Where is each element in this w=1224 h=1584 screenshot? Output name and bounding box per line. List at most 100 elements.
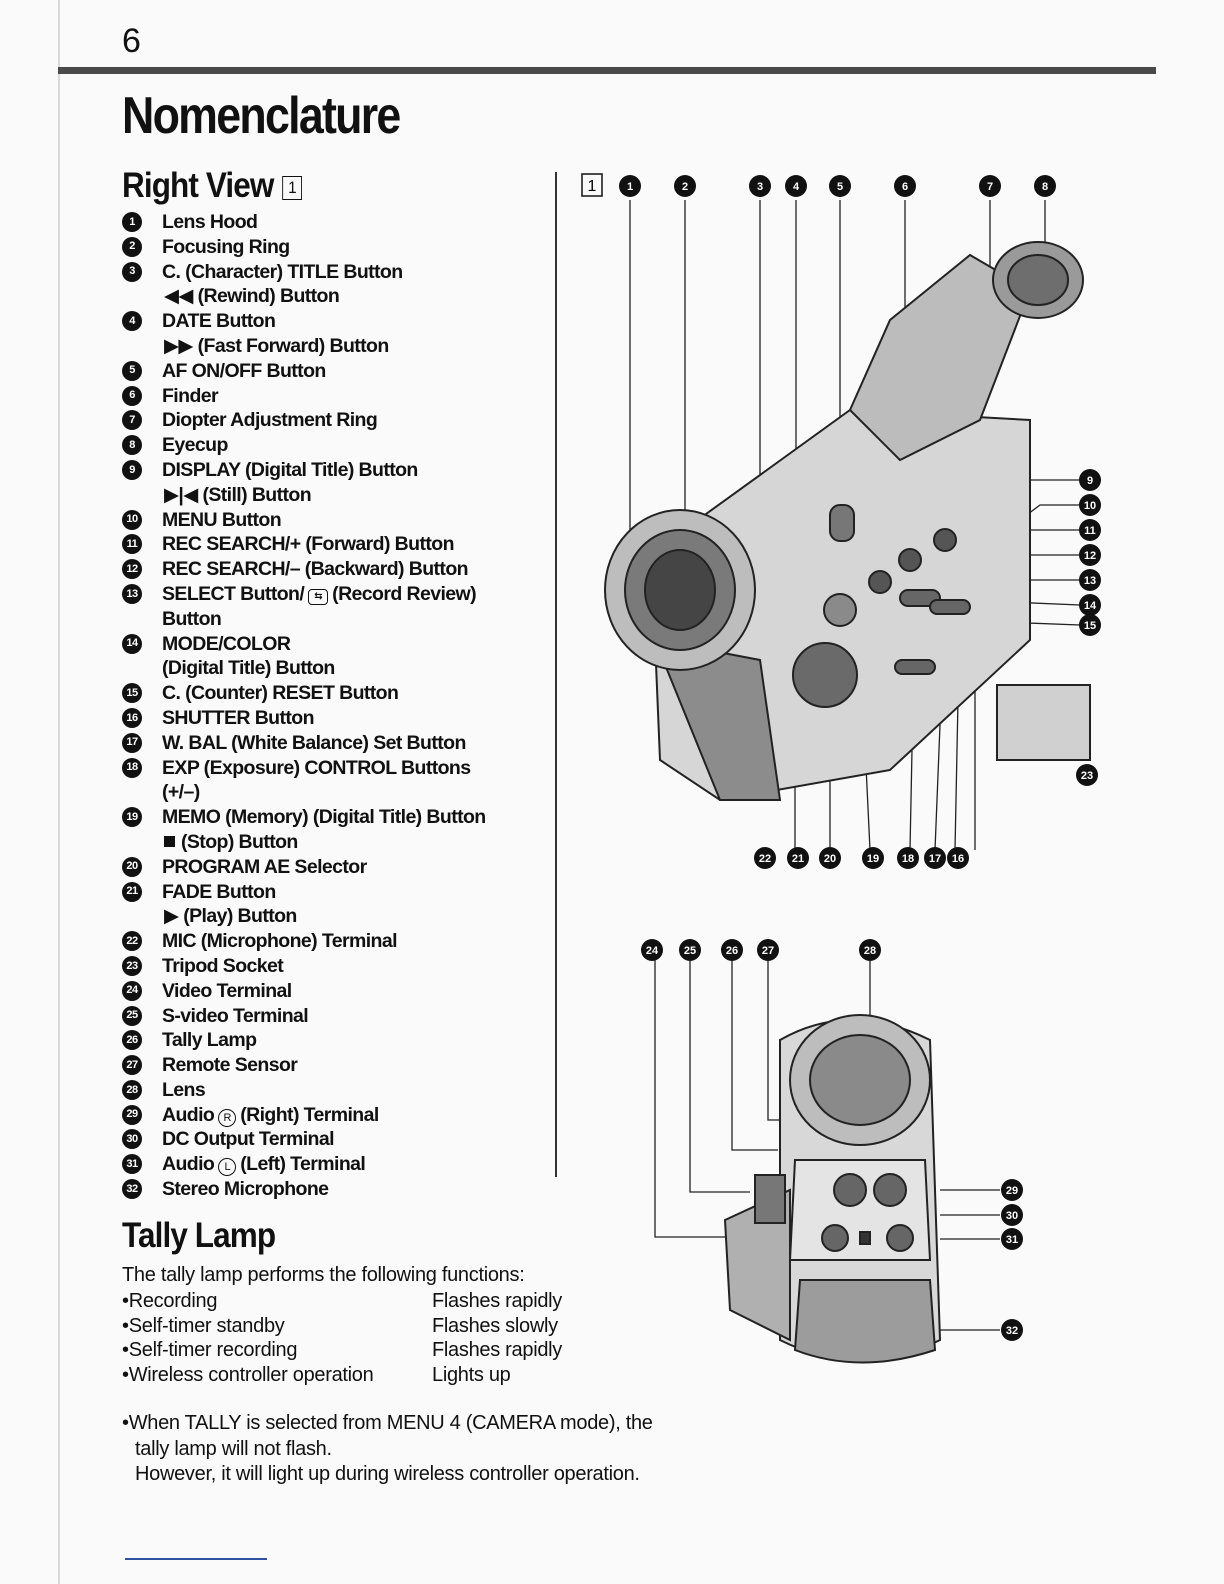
transport-symbol: ▶ <box>164 905 184 928</box>
callout-label: 21 <box>792 853 804 865</box>
part-number-badge: 28 <box>122 1079 142 1100</box>
tally-behavior: Flashes rapidly <box>432 1290 563 1312</box>
callout-circle <box>947 847 969 869</box>
part-line: Button <box>162 607 222 630</box>
transport-symbol: ▶▶ <box>164 334 198 357</box>
part-text: REC SEARCH/+ (Forward) Button <box>162 532 454 557</box>
part-number-badge: 3 <box>122 261 142 282</box>
callout-26: 26 <box>721 939 743 961</box>
part-number-badge: 18 <box>122 757 142 778</box>
part-number-badge: 4 <box>122 311 142 332</box>
part-text: W. BAL (White Balance) Set Button <box>162 731 466 756</box>
part-item-17: 17 W. BAL (White Balance) Set Button <box>122 731 552 756</box>
callout-2: 2 <box>674 175 696 197</box>
figure-ref-frame <box>581 173 603 197</box>
callout-24: 24 <box>641 939 663 961</box>
transport-symbol: ▶|◀ <box>164 483 203 506</box>
part-number-badge: 17 <box>122 732 142 753</box>
part-sub-line: ◀◀ (Rewind) Button <box>162 284 403 309</box>
part-text: C. (Counter) RESET Button <box>162 681 399 706</box>
part-sub-line: ▶ (Play) Button <box>162 904 297 929</box>
callout-label: 15 <box>1084 620 1096 632</box>
part-text: Finder <box>162 384 219 409</box>
callout-label: 25 <box>684 945 696 957</box>
part-line: Diopter Adjustment Ring <box>162 409 378 432</box>
callout-label: 19 <box>867 853 879 865</box>
callout-circle <box>1079 614 1101 636</box>
part-number-badge: 10 <box>122 509 142 530</box>
callout-20: 20 <box>819 847 841 869</box>
part-line: SHUTTER Button <box>162 706 315 729</box>
callout-label: 17 <box>929 853 941 865</box>
part-line: Stereo Microphone <box>162 1178 329 1201</box>
part-line: REC SEARCH/+ (Forward) Button <box>162 533 454 556</box>
part-number-badge: 29 <box>122 1104 142 1125</box>
callout-circle <box>787 847 809 869</box>
part-line: Remote Sensor <box>162 1054 298 1077</box>
callout-label: 5 <box>837 181 843 193</box>
part-text: Eyecup <box>162 433 228 458</box>
callout-label: 22 <box>759 853 771 865</box>
part-text: S-video Terminal <box>162 1004 309 1029</box>
part-line: DC Output Terminal <box>162 1128 335 1151</box>
callout-14: 14 <box>1079 594 1101 616</box>
callout-circle <box>749 175 771 197</box>
callout-circle <box>819 847 841 869</box>
callout-circle <box>619 175 641 197</box>
part-item-18: 18 EXP (Exposure) CONTROL Buttons(+/–) <box>122 756 552 806</box>
part-text: SELECT Button/⇆(Record Review)Button <box>162 582 477 632</box>
callout-circle <box>894 175 916 197</box>
part-number-badge: 26 <box>122 1030 142 1051</box>
part-text: REC SEARCH/– (Backward) Button <box>162 557 469 582</box>
part-line: (+/–) <box>162 781 200 804</box>
callout-circle <box>862 847 884 869</box>
part-text: Focusing Ring <box>162 235 290 260</box>
part-text: Lens Hood <box>162 210 258 235</box>
callout-27: 27 <box>757 939 779 961</box>
tally-function: •Self-timer recording <box>122 1339 298 1362</box>
figure-ref-box: 1 <box>282 175 303 200</box>
callout-label: 9 <box>1087 475 1093 487</box>
stop-symbol-icon <box>164 835 175 847</box>
callout-circle <box>924 847 946 869</box>
callout-circle <box>674 175 696 197</box>
callout-circle <box>1079 519 1101 541</box>
callout-18: 18 <box>897 847 919 869</box>
part-line: Lens <box>162 1078 206 1101</box>
callout-label: 13 <box>1084 575 1096 587</box>
part-number-badge: 27 <box>122 1055 142 1076</box>
callout-circle <box>757 939 779 961</box>
callout-21: 21 <box>787 847 809 869</box>
part-number-badge: 2 <box>122 236 142 257</box>
page-left-edge <box>58 0 60 1584</box>
callout-circle <box>1079 494 1101 516</box>
callout-circle <box>679 939 701 961</box>
part-label: Audio <box>162 1103 215 1126</box>
part-text: MEMO (Memory) (Digital Title) Button(Sto… <box>162 805 486 855</box>
part-text: EXP (Exposure) CONTROL Buttons(+/–) <box>162 756 471 806</box>
part-item-28: 28 Lens <box>122 1078 552 1103</box>
part-item-27: 27 Remote Sensor <box>122 1053 552 1078</box>
part-label: SELECT Button/ <box>162 582 305 605</box>
footer-line <box>125 1558 267 1560</box>
callout-8: 8 <box>1034 175 1056 197</box>
callout-13: 13 <box>1079 569 1101 591</box>
part-line: AF ON/OFF Button <box>162 359 326 382</box>
callout-6: 6 <box>894 175 916 197</box>
callout-12: 12 <box>1079 544 1101 566</box>
part-text: AF ON/OFF Button <box>162 359 326 384</box>
part-sub-label: (Stop) Button <box>181 830 298 853</box>
